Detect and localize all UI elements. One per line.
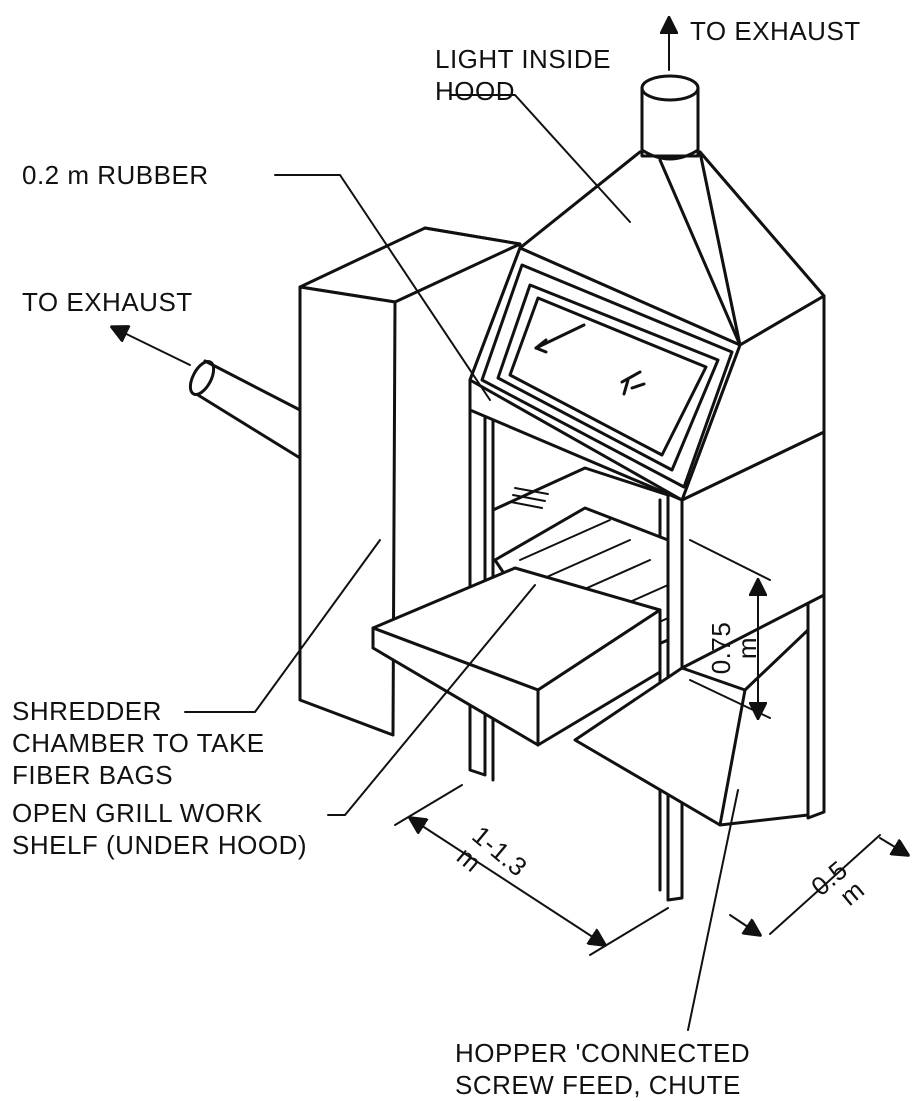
depth-arrow-right (879, 837, 908, 855)
label-to-exhaust-left: TO EXHAUST (22, 287, 193, 317)
shredder-chamber (298, 226, 522, 737)
depth-dimension (729, 834, 908, 935)
leader-light-inside-hood (449, 94, 631, 223)
duct-bottom-edge (196, 393, 302, 460)
depth-ext (769, 834, 881, 935)
label-shredder-line2: CHAMBER TO TAKE (12, 728, 265, 758)
hopper-bottom-edge (718, 813, 810, 827)
duct-opening (188, 360, 216, 396)
work-shelf-side-edge (536, 608, 662, 747)
duct-top-edge (203, 359, 302, 412)
label-shredder-line1: SHREDDER (12, 696, 162, 726)
exhaust-stack (640, 74, 700, 161)
hood-ridge (658, 158, 742, 347)
height-dimension-label: 0.75 m (706, 622, 762, 675)
reflection-mark-2 (620, 370, 646, 396)
label-grill-line2: SHELF (UNDER HOOD) (12, 830, 307, 860)
depth-dimension-label: 0.5 m (805, 855, 870, 912)
height-unit: m (732, 637, 762, 659)
side-exhaust-duct (188, 359, 302, 460)
exhaust-arrow-left (112, 327, 191, 366)
vent-slats (510, 487, 549, 509)
work-shelf (371, 566, 662, 747)
label-rubber: 0.2 m RUBBER (22, 160, 209, 190)
hood (468, 150, 826, 502)
rear-right-leg (806, 593, 826, 820)
label-light-inside-hood-line1: LIGHT INSIDE (435, 44, 611, 74)
stack-top (640, 74, 700, 102)
label-grill-line1: OPEN GRILL WORK (12, 798, 263, 828)
stack-collar (640, 148, 700, 161)
label-shredder-line3: FIBER BAGS (12, 760, 173, 790)
leader-hopper (687, 789, 739, 1031)
label-hopper-line2: SCREW FEED, CHUTE (455, 1070, 741, 1100)
grill-bar-1 (519, 519, 611, 561)
height-ext-top (689, 539, 771, 581)
width-ext-left (394, 784, 463, 826)
label-hopper-line1: HOPPER 'CONNECTED (455, 1038, 750, 1068)
depth-arrow-left (729, 914, 760, 935)
width-dimension-line (410, 818, 605, 945)
shredder-front-face (298, 285, 397, 737)
reflection-mark-1 (534, 323, 586, 350)
height-dimension (689, 539, 771, 719)
left-front-leg (468, 378, 487, 777)
height-value: 0.75 (706, 622, 736, 675)
leader-grill (327, 584, 536, 816)
leader-rubber (274, 174, 491, 401)
label-to-exhaust-top: TO EXHAUST (690, 16, 861, 46)
width-dimension (394, 784, 669, 956)
reflection-mark-1b (534, 338, 548, 354)
width-ext-right (589, 907, 669, 956)
leader-shredder (184, 539, 381, 713)
grill-bar-2 (539, 539, 631, 581)
height-ext-bottom (689, 679, 771, 719)
label-light-inside-hood-line2: HOOD (435, 76, 515, 106)
